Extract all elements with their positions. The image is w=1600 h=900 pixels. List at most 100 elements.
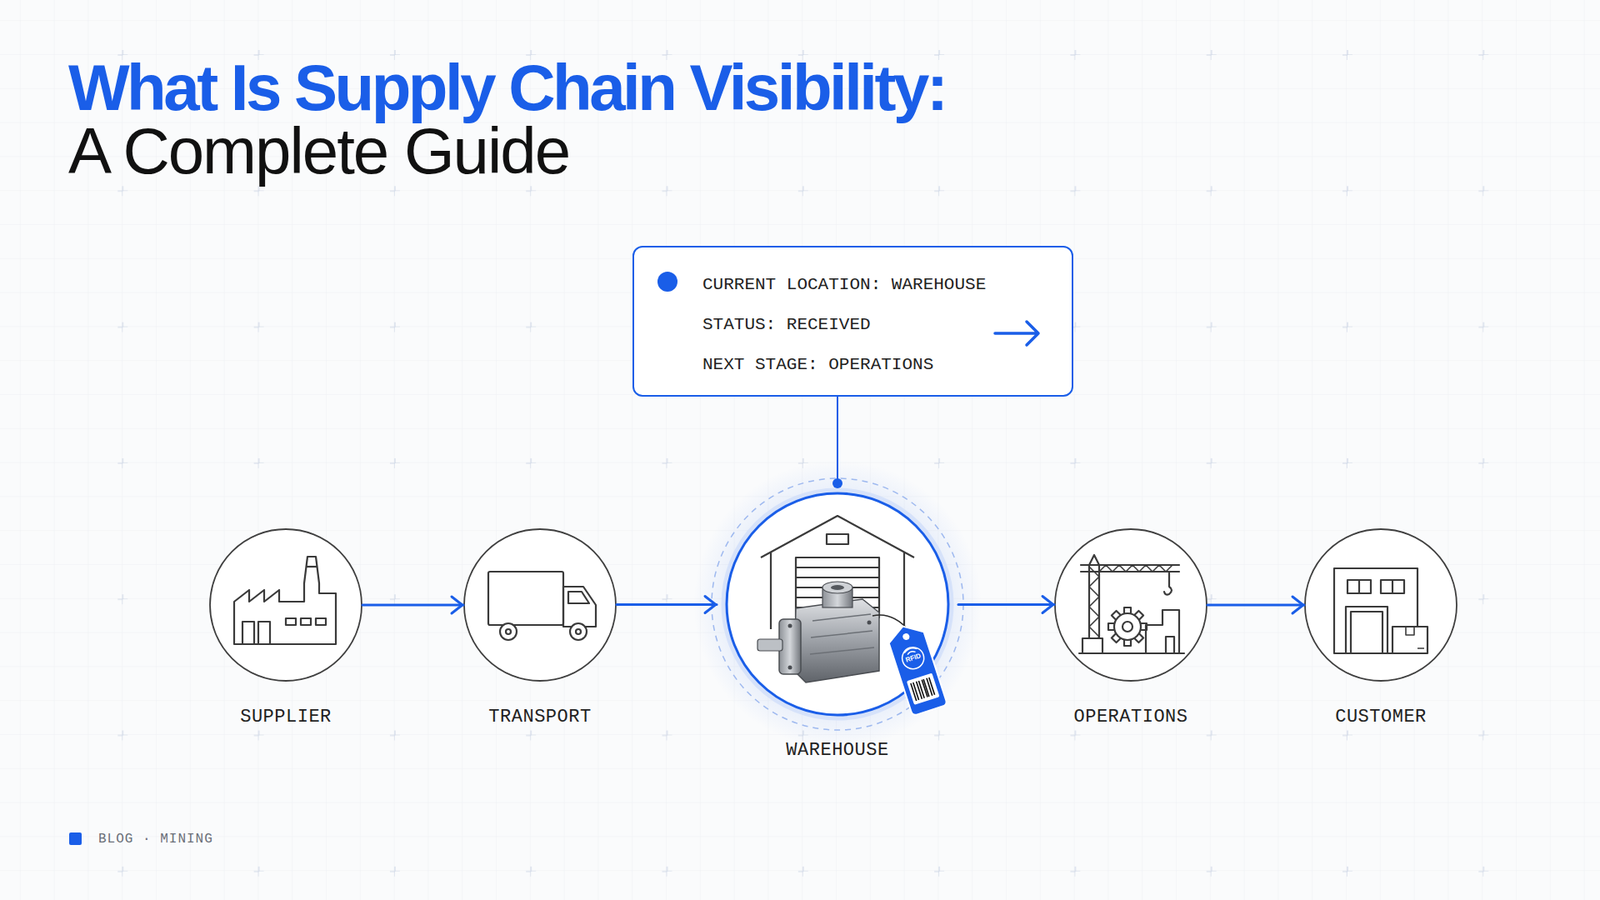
- factory-door: [258, 621, 270, 645]
- status-dot: [657, 271, 678, 292]
- rfid-waves: [903, 646, 918, 656]
- parcel-box: [1392, 626, 1428, 654]
- pump-ribs: [810, 614, 875, 655]
- gear-tooth: [1124, 639, 1131, 646]
- circle-outline: [716, 483, 959, 725]
- tower-lattice: [1089, 566, 1100, 647]
- pump-bolt: [867, 620, 872, 625]
- crane-tower: [1089, 565, 1100, 654]
- stage-ring: [1305, 529, 1457, 681]
- pump-bolt: [788, 665, 793, 670]
- active-circle: [726, 493, 949, 715]
- truck-hub: [505, 629, 511, 635]
- jib-lattice: [1099, 565, 1173, 572]
- gear-tooth: [1134, 633, 1144, 643]
- window-divider: [1391, 580, 1394, 594]
- active-glow: [724, 490, 951, 718]
- stage-label: OPERATIONS: [1073, 707, 1188, 728]
- gear-tooth: [1108, 623, 1115, 630]
- stage-label: WAREHOUSE: [785, 740, 889, 761]
- truck-hub: [575, 629, 581, 635]
- arrow-head: [1292, 596, 1304, 614]
- leader-dot: [832, 478, 843, 489]
- store-window: [1380, 580, 1405, 594]
- pump-port: [822, 587, 853, 608]
- pump-port-hole: [830, 585, 845, 590]
- truck-cargo: [488, 571, 564, 625]
- gear-tooth: [1134, 610, 1144, 620]
- plant-building: [1145, 610, 1180, 654]
- footer-square: [69, 832, 82, 845]
- rfid-tag: [885, 620, 948, 716]
- gear-tooth: [1124, 607, 1131, 615]
- gear-hub: [1122, 621, 1133, 632]
- gear-tooth: [1111, 610, 1121, 620]
- stage-label: SUPPLIER: [240, 707, 332, 728]
- barcode-field: [906, 673, 940, 705]
- factory-window: [285, 618, 296, 625]
- factory-window: [315, 618, 326, 625]
- flow-connector: [362, 596, 464, 614]
- stage-ring: [210, 529, 362, 681]
- connector-line: [836, 396, 839, 484]
- stage-circle: OPERATIONS: [1054, 528, 1208, 682]
- circle-outline: [1304, 528, 1458, 682]
- door-slats: [795, 567, 880, 608]
- truck-wheel: [500, 623, 517, 640]
- crane-base: [1082, 638, 1103, 654]
- pump-bolt: [788, 624, 793, 629]
- crane-hook: [1164, 571, 1172, 595]
- rfid-ring: [899, 644, 927, 672]
- warehouse-door: [795, 557, 880, 618]
- parcel-tape: [1405, 626, 1425, 649]
- chimney-band: [306, 565, 317, 568]
- warehouse-sign: [826, 534, 849, 545]
- crane-jib: [1080, 565, 1180, 572]
- arrow-head: [451, 596, 463, 614]
- circle-outline: [463, 528, 617, 682]
- next-arrow: [995, 321, 1039, 345]
- pump-flange: [779, 619, 801, 675]
- truck-cab: [563, 586, 596, 627]
- factory-door: [242, 621, 255, 645]
- store-window: [1347, 580, 1371, 594]
- warehouse-roof: [760, 515, 915, 558]
- barcode-bars: [910, 677, 935, 701]
- flow-connector: [837, 396, 839, 484]
- factory-outline: [234, 556, 336, 645]
- store-door: [1345, 606, 1388, 654]
- status-callout: CURRENT LOCATION: WAREHOUSESTATUS: RECEI…: [632, 245, 1074, 397]
- flow-connector: [616, 596, 717, 614]
- warehouse-icon: [760, 515, 915, 630]
- truck-window: [568, 591, 590, 604]
- factory-icon: [234, 556, 336, 645]
- warehouse-walls: [770, 552, 905, 630]
- pump-port-top: [822, 581, 853, 594]
- title-heading: What Is Supply Chain Visibility:: [68, 55, 945, 120]
- gear-tooth: [1140, 623, 1147, 630]
- connector-line: [616, 603, 717, 606]
- flow-connector: [958, 596, 1055, 614]
- operations-icon: [1079, 555, 1185, 654]
- status-line: STATUS: RECEIVED: [702, 315, 871, 335]
- arrow-head: [705, 596, 716, 614]
- connector-line: [958, 603, 1055, 606]
- flow-connector: [1207, 596, 1305, 614]
- gear-body: [1114, 613, 1141, 640]
- stage-circle: SUPPLIER: [209, 528, 363, 682]
- pump-body: [794, 599, 880, 683]
- stage-circle-active: WAREHOUSE: [716, 483, 959, 725]
- stage-circle: TRANSPORT: [463, 528, 617, 682]
- status-line: NEXT STAGE: OPERATIONS: [702, 355, 934, 375]
- dashed-ring: [711, 478, 964, 730]
- ground-line: [1079, 652, 1185, 655]
- subtitle-text: A Complete Guide: [68, 118, 570, 184]
